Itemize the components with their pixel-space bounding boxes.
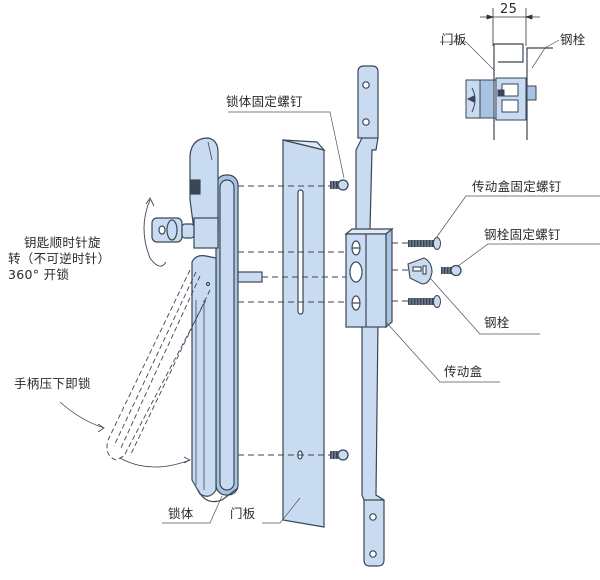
inset-door-panel-profile xyxy=(493,43,553,140)
inset-door-panel-label: 门板 xyxy=(441,32,467,47)
transmission-box-screw-top xyxy=(408,237,441,250)
inset-steel-bolt-label: 钢栓 xyxy=(560,32,586,47)
lock-body xyxy=(59,137,263,503)
inset-lock-cylinder xyxy=(465,77,537,121)
inset-dimension-value: 25 xyxy=(500,2,518,17)
transmission-box-fixing-screw-label: 传动盒固定螺钉 xyxy=(472,179,562,194)
lock-body-fixing-screw-label: 锁体固定螺钉 xyxy=(226,94,303,109)
key-instruction-line3: 360° 开锁 xyxy=(8,267,70,282)
door-panel-part xyxy=(282,139,326,528)
steel-bolt-part xyxy=(407,257,433,285)
handle-press-lock-label: 手柄压下即锁 xyxy=(14,376,91,391)
door-panel-label: 门板 xyxy=(230,506,256,521)
inset-detail xyxy=(440,8,560,140)
transmission-box-screw-bottom xyxy=(408,295,441,308)
alignment-lines xyxy=(238,185,408,456)
transmission-box-label: 传动盒 xyxy=(444,364,483,379)
inset-leaders xyxy=(440,39,560,71)
key-instruction-line1: 钥匙顺时针旋 xyxy=(24,235,101,250)
dimension-25 xyxy=(480,8,540,46)
steel-bolt-fixing-screw-label: 钢栓固定螺钉 xyxy=(484,227,561,242)
lock-body-screw-top xyxy=(330,179,349,191)
connecting-rod xyxy=(355,65,385,567)
lock-body-label: 锁体 xyxy=(168,506,194,521)
handle-phantom-outline xyxy=(106,269,211,461)
steel-bolt-label: 钢栓 xyxy=(484,315,510,330)
key-instruction-line2: 转（不可逆时针） xyxy=(8,251,111,266)
leader-lines xyxy=(162,111,600,524)
lock-body-screw-bottom xyxy=(330,449,349,461)
steel-bolt-screw xyxy=(441,264,462,277)
transmission-box xyxy=(344,227,394,329)
